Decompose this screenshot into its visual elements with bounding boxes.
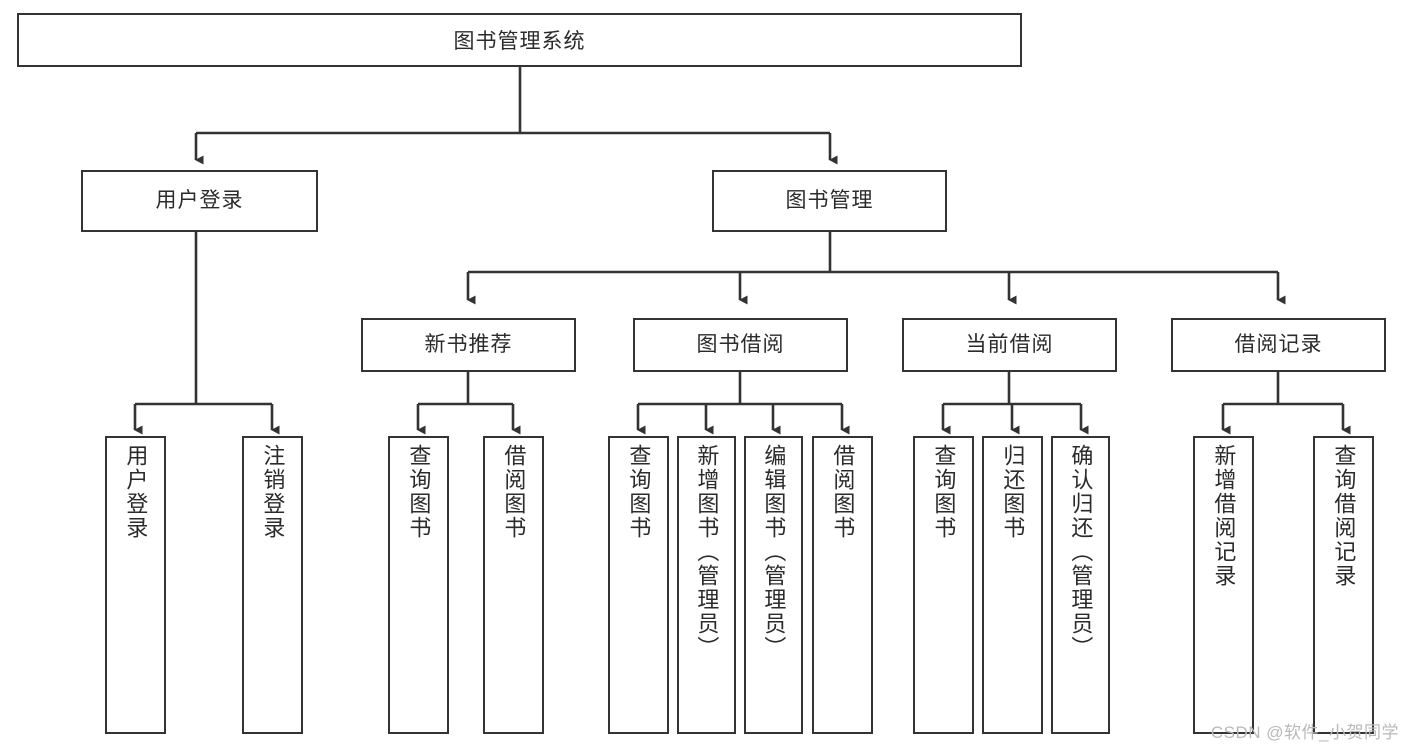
node-label: 查询图书	[406, 444, 432, 540]
leaf-book-borrow-query-book[interactable]: 查询图书	[608, 436, 669, 734]
node-label: 新增图书（管理员）	[694, 444, 720, 660]
leaf-borrow-record-add-record[interactable]: 新增借阅记录	[1193, 436, 1254, 734]
leaf-user-login-login[interactable]: 用户登录	[105, 436, 166, 734]
node-label: 新增借阅记录	[1211, 444, 1237, 588]
node-book-management[interactable]: 图书管理	[712, 170, 947, 232]
node-label: 归还图书	[1000, 444, 1026, 540]
node-label: 图书借阅	[696, 333, 785, 357]
node-root-book-management-system[interactable]: 图书管理系统	[17, 13, 1022, 67]
node-book-borrow[interactable]: 图书借阅	[633, 318, 848, 372]
node-label: 用户登录	[155, 189, 244, 213]
node-label: 借阅图书	[830, 444, 856, 540]
leaf-book-borrow-edit-book-admin[interactable]: 编辑图书（管理员）	[744, 436, 803, 734]
leaf-new-book-query-book[interactable]: 查询图书	[388, 436, 449, 734]
node-label: 借阅图书	[501, 444, 527, 540]
leaf-borrow-record-query-record[interactable]: 查询借阅记录	[1313, 436, 1374, 734]
node-label: 查询借阅记录	[1331, 444, 1357, 588]
node-label: 借阅记录	[1234, 333, 1323, 357]
node-label: 查询图书	[626, 444, 652, 540]
leaf-new-book-borrow-book[interactable]: 借阅图书	[483, 436, 544, 734]
leaf-user-login-logout[interactable]: 注销登录	[242, 436, 303, 734]
node-label: 注销登录	[260, 444, 286, 540]
node-label: 图书管理	[785, 189, 874, 213]
node-label: 编辑图书（管理员）	[761, 444, 787, 660]
leaf-book-borrow-add-book-admin[interactable]: 新增图书（管理员）	[677, 436, 736, 734]
node-label: 图书管理系统	[453, 30, 586, 53]
node-label: 新书推荐	[424, 333, 513, 357]
node-current-borrow[interactable]: 当前借阅	[902, 318, 1117, 372]
node-borrow-record[interactable]: 借阅记录	[1171, 318, 1386, 372]
node-user-login[interactable]: 用户登录	[81, 170, 318, 232]
node-label: 查询图书	[931, 444, 957, 540]
node-new-book-recommend[interactable]: 新书推荐	[361, 318, 576, 372]
leaf-book-borrow-borrow-book[interactable]: 借阅图书	[812, 436, 873, 734]
node-label: 用户登录	[123, 444, 149, 540]
node-label: 确认归还（管理员）	[1068, 444, 1094, 660]
leaf-current-borrow-query-book[interactable]: 查询图书	[913, 436, 974, 734]
node-label: 当前借阅	[965, 333, 1054, 357]
leaf-current-borrow-confirm-return-admin[interactable]: 确认归还（管理员）	[1051, 436, 1110, 734]
leaf-current-borrow-return-book[interactable]: 归还图书	[982, 436, 1043, 734]
watermark-text: CSDN @软件_小贺同学	[1210, 723, 1399, 742]
